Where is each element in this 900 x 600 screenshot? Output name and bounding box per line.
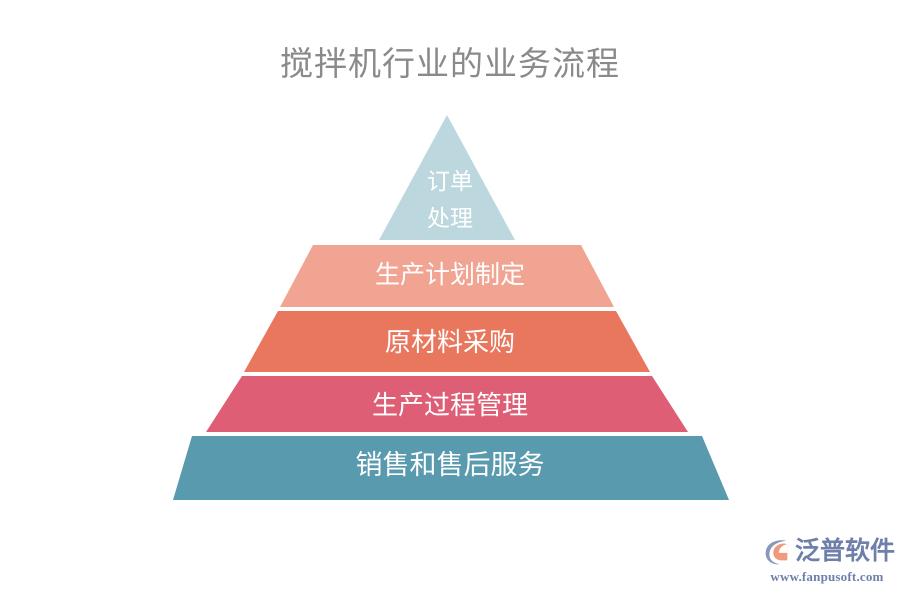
- pyramid-level-2-shape[interactable]: [280, 245, 614, 307]
- pyramid-level-5-shape[interactable]: [173, 436, 729, 500]
- pyramid-level-3-shape[interactable]: [244, 311, 650, 372]
- page-title: 搅拌机行业的业务流程: [280, 45, 620, 82]
- pyramid-level-4-shape[interactable]: [206, 376, 688, 432]
- logo-wordmark: 泛普软件: [795, 537, 896, 565]
- pyramid-level-1-shape[interactable]: [379, 115, 515, 240]
- logo-url: www.fanpusoft.com: [770, 569, 884, 584]
- brand-logo[interactable]: 泛普软件 www.fanpusoft.com: [762, 536, 895, 588]
- logo-row: 泛普软件: [762, 536, 895, 566]
- fanpu-logo-icon: [765, 540, 788, 565]
